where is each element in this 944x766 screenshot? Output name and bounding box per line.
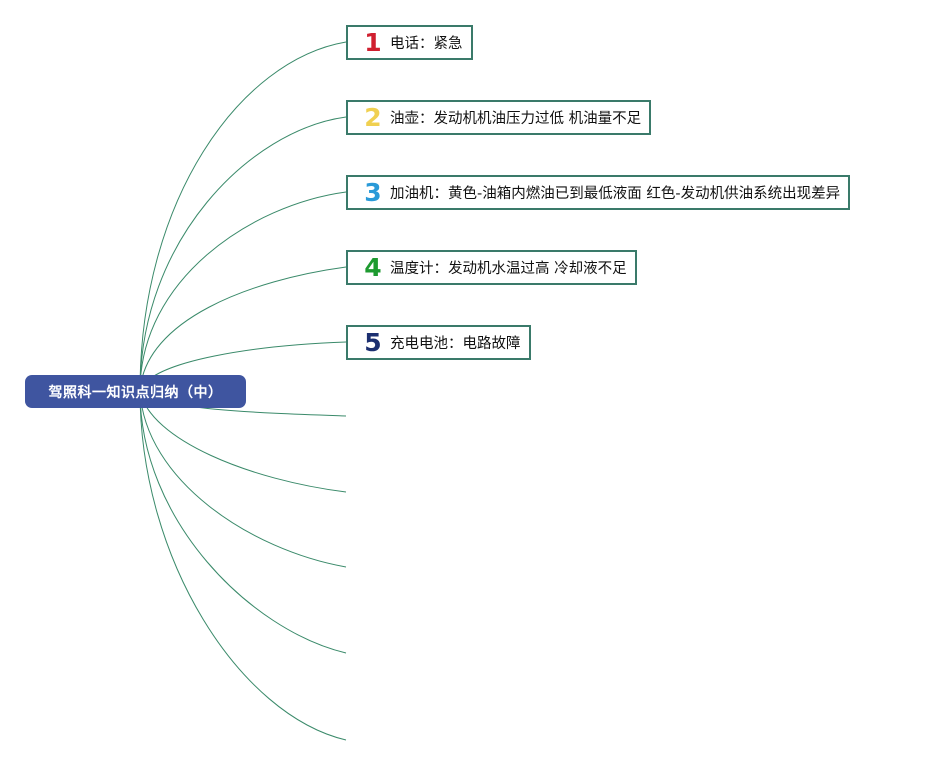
topic-node-2[interactable]: 2 油壶：发动机机油压力过低 机油量不足	[346, 100, 652, 135]
topic-number-2: 2	[364, 103, 382, 132]
connector-10	[139, 390, 347, 741]
topic-number-3: 3	[364, 178, 382, 207]
connector-7	[139, 390, 347, 493]
connector-4	[139, 266, 347, 392]
topic-node-4[interactable]: 4 温度计：发动机水温过高 冷却液不足	[346, 250, 637, 285]
topic-text-2: 油壶：发动机机油压力过低 机油量不足	[390, 111, 642, 127]
connector-8	[139, 390, 347, 568]
topic-number-1: 1	[364, 28, 382, 57]
topic-number-5: 5	[364, 328, 382, 357]
root-topic[interactable]: 驾照科一知识点归纳（中）	[25, 375, 246, 408]
topic-text-1: 电话：紧急	[390, 36, 463, 52]
topic-node-1[interactable]: 1 电话：紧急	[346, 25, 473, 60]
topic-text-4: 温度计：发动机水温过高 冷却液不足	[390, 261, 627, 277]
topic-text-5: 充电电池：电路故障	[390, 336, 521, 352]
connector-1	[139, 41, 347, 392]
connector-2	[139, 116, 347, 392]
topic-text-3: 加油机：黄色-油箱内燃油已到最低液面 红色-发动机供油系统出现差异	[390, 186, 841, 202]
topic-node-3[interactable]: 3 加油机：黄色-油箱内燃油已到最低液面 红色-发动机供油系统出现差异	[346, 175, 851, 210]
connector-3	[139, 191, 347, 392]
topic-node-5[interactable]: 5 充电电池：电路故障	[346, 325, 531, 360]
topic-number-4: 4	[364, 253, 382, 282]
connector-9	[139, 390, 347, 654]
root-topic-title: 驾照科一知识点归纳（中）	[48, 384, 223, 401]
